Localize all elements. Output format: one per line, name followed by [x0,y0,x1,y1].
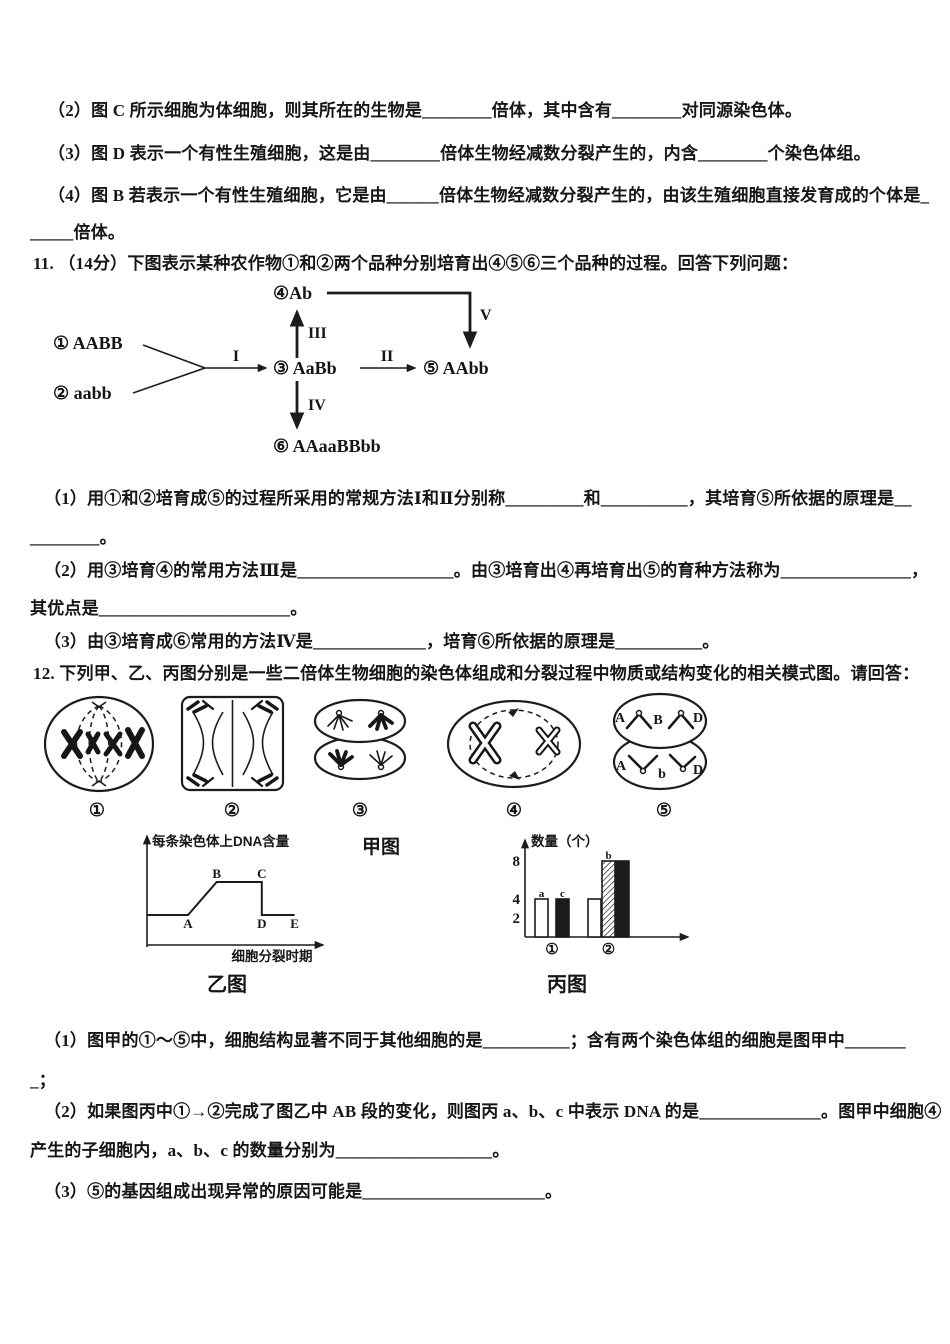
cross-line-2 [132,367,206,394]
cell2-spindle [261,711,274,776]
x-axis-label: 细胞分裂时期 [232,948,313,964]
svg-text:4: 4 [513,892,521,908]
figure-bing-bar-chart: 数量（个） 2 4 8 a c ① b ② [513,833,690,958]
variety-6-label: ⑥ AAaaBBbb [273,436,381,456]
arrow-V-path [327,291,478,349]
process-IV-label: IV [308,397,326,414]
svg-text:B: B [212,866,221,881]
q11-breeding-diagram: ④Ab V ① AABB ② aabb I ③ AaBb III II ⑤ AA… [53,283,492,456]
q11-sub1-text: （1）用①和②培育成⑤的过程所采用的常规方法Ⅰ和Ⅱ分别称_________和__… [44,489,912,508]
svg-text:2: 2 [513,911,521,927]
cell4-arrow-bottom [509,771,520,780]
figure-bing-caption: 丙图 [547,974,587,996]
svg-text:E: E [290,916,299,931]
variety-5-label: ⑤ AAbb [423,358,489,378]
cell1-chromosomes [61,727,145,759]
q10-part2-text: （2）图 C 所示细胞为体细胞，则其所在的生物是________倍体，其中含有_… [48,101,803,120]
figure-yi-line-chart: 每条染色体上DNA含量 细胞分裂时期 A B C D E [142,833,325,964]
variety-3-label: ③ AaBb [273,358,337,378]
cell5-number: ⑤ [656,800,672,820]
q10-part3-text: （3）图 D 表示一个有性生殖细胞，这是由________倍体生物经减数分裂产生… [48,144,871,163]
svg-text:c: c [560,888,565,900]
svg-text:C: C [257,866,266,881]
y-axis-label: 每条染色体上DNA含量 [152,833,290,849]
cell1-number: ① [89,800,105,820]
figure-jia-cell-diagrams: A B D A b D ① ② ③ ④ ⑤ [43,692,708,820]
cell1-pole-bottom [91,780,107,787]
cell1-spindle-fiber [88,705,100,783]
cell5-gene-A-top: A [615,711,626,726]
cell5-gene-A-bottom: A [616,759,627,774]
q12-sub2-text: （2）如果图丙中①→②完成了图乙中 AB 段的变化，则图丙 a、b、c 中表示 … [44,1102,942,1121]
q12-sub2-cont: 产生的子细胞内，a、b、c 的数量分别为__________________。 [30,1141,510,1160]
line-series: A B C D E [147,866,299,931]
cross-line-1 [142,344,206,369]
cell5-upper-lobe [612,692,708,750]
y-axis-label: 数量（个） [531,833,599,849]
cell2-spindle [242,711,255,776]
cell3-chromosomes [327,709,394,771]
q10-part4-cont: _____倍体。 [30,223,126,242]
cell1-membrane [43,695,155,793]
q11-sub2-text: （2）用③培育④的常用方法Ⅲ是__________________。由③培育出④… [44,561,929,580]
svg-text:②: ② [602,942,615,958]
process-III-label: III [308,325,327,342]
q11-stem: 11. （14分）下图表示某种农作物①和②两个品种分别培育出④⑤⑥三个品种的过程… [33,254,799,273]
cell2-chromosomes [186,699,279,788]
variety-4-label: ④Ab [273,283,312,303]
svg-text:①: ① [545,942,558,958]
svg-text:a: a [539,888,545,900]
cell1-spindle-fiber [98,705,123,783]
figure-yi-caption: 乙图 [207,974,247,996]
cell5-gene-b-bottom: b [658,767,666,782]
q11-sub1-cont: ________。 [30,528,117,547]
variety-2-label: ② aabb [53,383,112,403]
cell5-gene-D-top: D [693,711,703,726]
cell5-gene-D-bottom: D [693,763,703,778]
cell2-spindle [192,711,205,776]
q11-sub2-cont: 其优点是______________________。 [30,599,308,618]
process-II-label: II [381,348,393,365]
cell3-lower-lobe [313,735,407,781]
variety-1-label: ① AABB [53,333,123,353]
cell5-chromosomes [625,709,697,775]
figure-jia-label: 甲图 [362,837,401,858]
svg-text:8: 8 [513,854,521,870]
process-V-label: V [480,307,492,324]
svg-text:D: D [257,916,266,931]
cell4-arrow-top [508,708,519,717]
q12-stem: 12. 下列甲、乙、丙图分别是一些二倍体生物细胞的染色体组成和分裂过程中物质或结… [33,664,920,683]
q11-sub3-text: （3）由③培育成⑥常用的方法Ⅳ是_____________，培育⑥所依据的原理是… [44,632,720,651]
cell2-spindle [211,711,224,776]
cell1-spindle-fiber [98,705,110,783]
cell5-gene-B-top: B [653,713,662,728]
cell1-spindle-fiber [75,705,100,783]
q12-sub3-text: （3）⑤的基因组成出现异常的原因可能是_____________________… [44,1182,563,1201]
cell3-number: ③ [352,800,368,820]
svg-text:b: b [605,850,611,862]
cell4-chromosomes [468,721,561,765]
q10-part4-text: （4）图 B 若表示一个有性生殖细胞，它是由______倍体生物经减数分裂产生的… [48,186,930,205]
cell4-number: ④ [506,800,522,820]
q12-sub1-text: （1）图甲的①～⑤中，细胞结构显著不同于其他细胞的是__________；含有两… [44,1031,906,1050]
q12-sub1-cont: _； [30,1071,56,1090]
svg-text:A: A [183,916,193,931]
process-I-label: I [233,348,239,365]
bar-series: 2 4 8 a c ① b ② [513,850,630,958]
cell2-number: ② [224,800,240,820]
